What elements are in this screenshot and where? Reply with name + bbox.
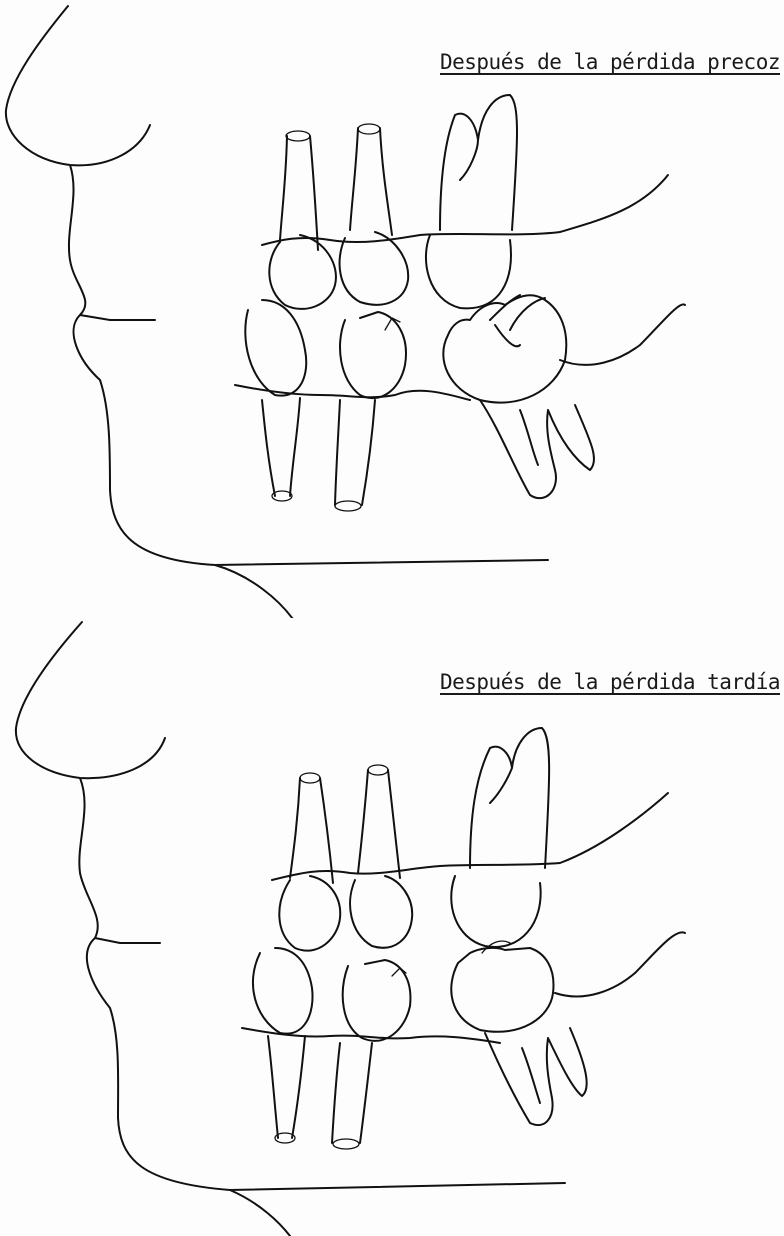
face-profile (6, 6, 548, 618)
figure-early-loss: Después de la pérdida precoz (0, 0, 784, 618)
dental-occlusion-drawing-late (0, 618, 784, 1236)
dental-occlusion-drawing-early (0, 0, 784, 618)
figure-late-loss: Después de la pérdida tardía (0, 618, 784, 1236)
face-profile (16, 622, 565, 1236)
